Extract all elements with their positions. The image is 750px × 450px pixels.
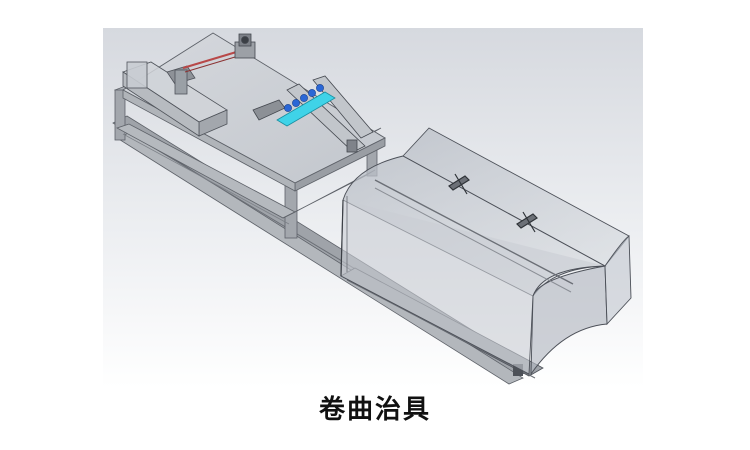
figure-caption: 卷曲治具 — [318, 395, 431, 425]
cyan-bar — [276, 91, 336, 127]
red-belt — [182, 49, 244, 69]
curling-hood — [340, 127, 632, 379]
blue-knobs — [284, 84, 324, 112]
slide-assembly — [252, 75, 374, 153]
linear-module — [122, 61, 228, 137]
curling-fixture-render — [103, 28, 643, 388]
curling-fixture-model-icon — [103, 28, 643, 388]
bearing-block — [234, 33, 256, 59]
